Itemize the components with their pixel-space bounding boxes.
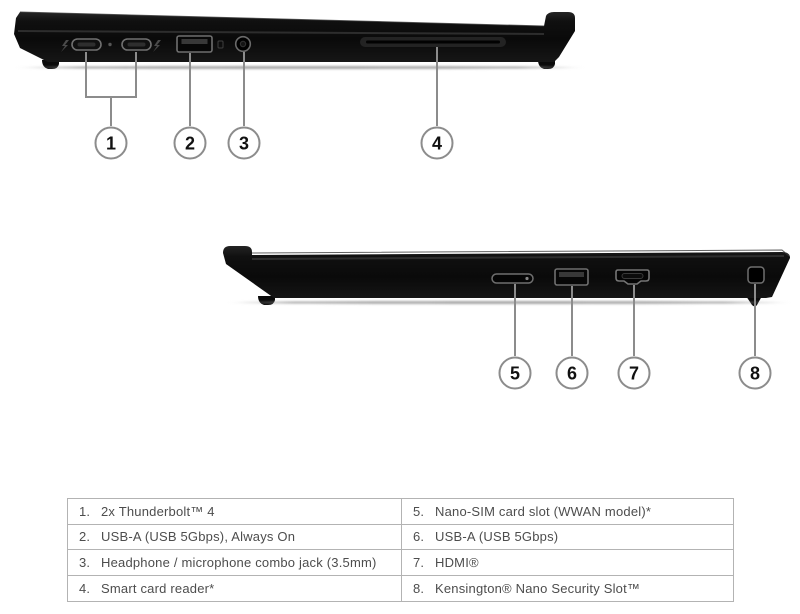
table-row: 4. Smart card reader* bbox=[68, 575, 402, 601]
callout-8-number: 8 bbox=[749, 363, 760, 383]
callout-8: 8 bbox=[738, 356, 772, 390]
lid-seam bbox=[251, 255, 785, 260]
laptop-right-side-view bbox=[223, 246, 790, 307]
table-row: 6. USB-A (USB 5Gbps) bbox=[402, 525, 734, 550]
row-label: Kensington® Nano Security Slot™ bbox=[435, 580, 641, 596]
table-row: 3. Headphone / microphone combo jack (3.… bbox=[68, 550, 402, 576]
top-edge-highlight bbox=[251, 249, 790, 257]
table-row: 2. USB-A (USB 5Gbps), Always On bbox=[68, 524, 402, 550]
callout-7: 7 bbox=[617, 356, 651, 390]
usb-a-tongue bbox=[181, 39, 208, 44]
callout-6: 6 bbox=[555, 356, 589, 390]
kensington-nano-security-slot bbox=[747, 266, 765, 284]
laptop-body bbox=[223, 246, 790, 298]
laptop-body bbox=[14, 12, 575, 62]
sim-eject-hole bbox=[525, 276, 529, 281]
callout-1-number: 1 bbox=[105, 133, 116, 153]
row-label: Smart card reader* bbox=[101, 580, 215, 596]
callout-5: 5 bbox=[498, 356, 532, 390]
callout-3-number: 3 bbox=[238, 133, 249, 153]
led-indicator bbox=[108, 42, 112, 47]
smart-card-slit bbox=[366, 40, 500, 44]
always-on-icon bbox=[217, 40, 224, 49]
callout-1: 1 bbox=[94, 126, 128, 160]
audio-jack-hole bbox=[239, 40, 247, 48]
top-edge-highlight bbox=[19, 11, 545, 27]
table-row: 1. 2x Thunderbolt™ 4 bbox=[68, 499, 402, 525]
usb-c-pin bbox=[77, 42, 96, 47]
table-row: 7. HDMI® bbox=[402, 550, 734, 576]
usb-c-pin bbox=[127, 42, 146, 47]
row-number: 7. bbox=[413, 554, 425, 570]
callout-3: 3 bbox=[227, 126, 261, 160]
row-number: 4. bbox=[79, 580, 91, 596]
callout-6-number: 6 bbox=[566, 363, 577, 383]
callout-7-number: 7 bbox=[628, 363, 639, 383]
row-label: USB-A (USB 5Gbps) bbox=[435, 529, 559, 545]
lid-seam bbox=[17, 30, 545, 35]
row-number: 2. bbox=[79, 529, 91, 545]
callout-4: 4 bbox=[420, 126, 454, 160]
row-label: Nano-SIM card slot (WWAN model)* bbox=[435, 503, 652, 519]
row-label: USB-A (USB 5Gbps), Always On bbox=[101, 529, 296, 545]
row-number: 3. bbox=[79, 554, 91, 570]
usb-a-tongue bbox=[559, 272, 584, 277]
ports-legend-table: 1. 2x Thunderbolt™ 4 5. Nano-SIM card sl… bbox=[67, 498, 734, 602]
nano-sim-card-slot bbox=[491, 273, 534, 284]
callout-5-number: 5 bbox=[509, 363, 520, 383]
thunderbolt-icon bbox=[61, 40, 69, 52]
row-number: 6. bbox=[413, 529, 425, 545]
table-row: 5. Nano-SIM card slot (WWAN model)* bbox=[402, 499, 734, 525]
table-row: 8. Kensington® Nano Security Slot™ bbox=[402, 576, 734, 602]
laptop-left-side-view bbox=[14, 11, 575, 69]
row-number: 1. bbox=[79, 503, 91, 519]
hdmi-pin bbox=[621, 273, 644, 279]
row-label: 2x Thunderbolt™ 4 bbox=[101, 503, 215, 519]
row-number: 5. bbox=[413, 503, 425, 519]
row-number: 8. bbox=[413, 580, 425, 596]
row-label: Headphone / microphone combo jack (3.5mm… bbox=[101, 554, 377, 570]
thunderbolt-icon bbox=[153, 40, 161, 52]
laptop-shadow bbox=[226, 301, 792, 304]
callout-2-number: 2 bbox=[184, 133, 195, 153]
laptop-shadow bbox=[14, 66, 586, 69]
callout-2: 2 bbox=[173, 126, 207, 160]
callout-4-number: 4 bbox=[431, 133, 442, 153]
row-label: HDMI® bbox=[435, 554, 479, 570]
